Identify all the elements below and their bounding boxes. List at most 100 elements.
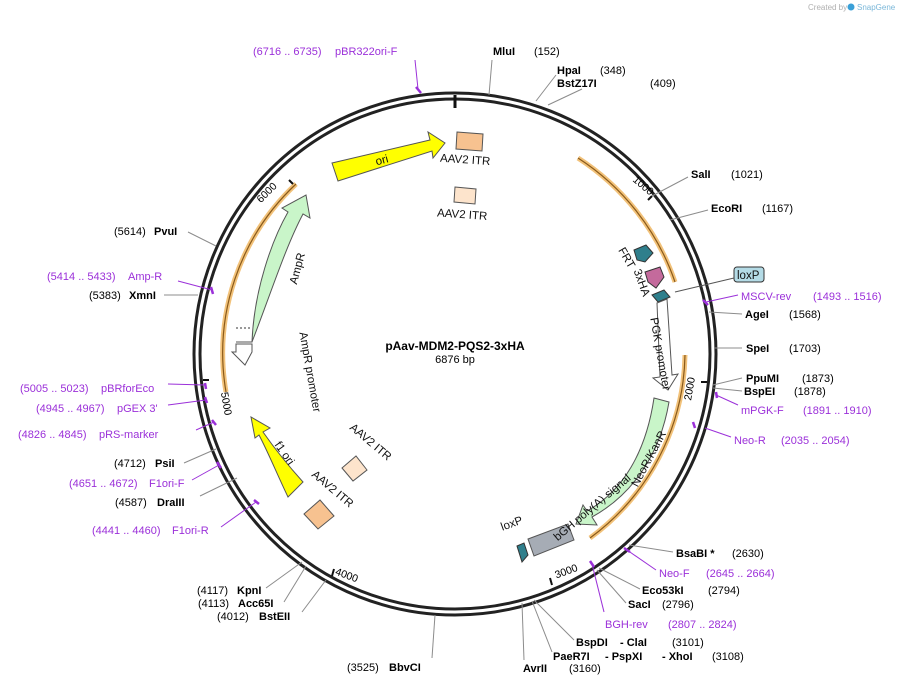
loxp-top-mark (651, 289, 671, 303)
restriction-sites: MluI (152) HpaI (348) BstZ17I (409) SalI… (89, 46, 834, 675)
primer-f1ori-f[interactable]: (4651 .. 4672) F1ori-F (69, 478, 185, 490)
primer-leader-prs-marker (195, 421, 215, 431)
primer-name-pgex3: pGEX 3' (117, 403, 158, 415)
feature-aav2-itr-bottom[interactable]: AAV2 ITR AAV2 ITR (303, 422, 393, 530)
pgk-promoter-arrow (651, 298, 680, 391)
site-pos-bsteii: (4012) (217, 611, 249, 623)
primer-bgh-rev[interactable]: BGH-rev (2807 .. 2824) (605, 619, 737, 631)
primer-pbrforeco[interactable]: (5005 .. 5023) pBRforEco (20, 383, 154, 395)
primer-neo-r[interactable]: Neo-R (2035 .. 2054) (734, 435, 850, 447)
feature-frt[interactable]: FRT (615, 244, 654, 271)
primer-name-f1ori-f: F1ori-F (149, 478, 185, 490)
site-draiii[interactable]: (4587) DraIII (115, 497, 185, 509)
site-leader-mlui (488, 59, 493, 96)
primer-range-f1ori-f: (4651 .. 4672) (69, 478, 138, 490)
credit-prefix: Created by (808, 3, 847, 12)
feature-ori[interactable]: ori (331, 130, 446, 182)
site-pos-agei: (1568) (789, 309, 821, 321)
site-leader-bbvci (431, 614, 436, 659)
ampr-promoter-label: AmpR promoter (296, 331, 322, 413)
3xha-arrow (644, 266, 665, 289)
site-spei[interactable]: SpeI (1703) (746, 343, 821, 355)
feature-aav2-itr-top[interactable]: AAV2 ITR AAV2 ITR (437, 131, 491, 223)
site-pos-xmni: (5383) (89, 290, 121, 302)
tick-3000 (549, 577, 553, 586)
site-bspei[interactable]: BspEI (1878) (744, 386, 826, 398)
feature-pgk-promoter[interactable]: PGK promoter (647, 298, 680, 391)
primer-amp-r[interactable]: (5414 .. 5433) Amp-R (47, 271, 162, 283)
primer-pgex3[interactable]: (4945 .. 4967) pGEX 3' (36, 403, 158, 415)
site-hpai[interactable]: HpaI (348) (557, 65, 626, 77)
site-kpni[interactable]: (4117) KpnI (197, 585, 261, 597)
site-bsteii[interactable]: (4012) BstEII (217, 611, 290, 623)
site-ppumi[interactable]: PpuMI (1873) (746, 373, 834, 385)
loxp-top-box (733, 266, 765, 283)
site-name-xhoi: - XhoI (662, 651, 693, 663)
site-acc65i[interactable]: (4113) Acc65I (198, 598, 273, 610)
feature-f1-ori[interactable]: f1 ori (250, 416, 304, 498)
site-name-ppumi: PpuMI (746, 373, 779, 385)
site-name-sali: SalI (691, 169, 711, 181)
site-ecori[interactable]: EcoRI (1167) (711, 203, 793, 215)
site-mlui[interactable]: MluI (152) (493, 46, 560, 58)
site-avrii[interactable]: AvrII (3160) (523, 663, 601, 675)
backbone-outer-strand (192, 91, 718, 617)
primer-name-pbr322ori-f: pBR322ori-F (335, 46, 398, 58)
site-name-acc65i: Acc65I (238, 598, 273, 610)
feature-loxp-bottom[interactable]: loxP (499, 515, 529, 564)
backbone (192, 91, 718, 617)
site-psii[interactable]: (4712) PsiI (114, 458, 175, 470)
snapgene-logo-icon (847, 3, 855, 11)
aav2-itr-top-label: AAV2 ITR (440, 153, 491, 168)
site-pos-bsabi: (2630) (732, 548, 764, 560)
primer-prs-marker[interactable]: (4826 .. 4845) pRS-marker (18, 429, 159, 441)
loxp-top-label: loxP (737, 270, 760, 282)
primer-name-pbrforeco: pBRforEco (101, 383, 154, 395)
site-eco53ki[interactable]: Eco53kI (2794) (642, 585, 740, 597)
site-pvui[interactable]: (5614) PvuI (114, 226, 177, 238)
site-saci[interactable]: SacI (2796) (628, 599, 694, 611)
site-pos-mlui: (152) (534, 46, 560, 58)
primer-neo-f[interactable]: Neo-F (2645 .. 2664) (659, 568, 775, 580)
primer-f1ori-r[interactable]: (4441 .. 4460) F1ori-R (92, 525, 209, 537)
tick-4000 (331, 568, 335, 577)
site-leader-sali (651, 176, 689, 197)
site-name-ecori: EcoRI (711, 203, 742, 215)
site-pos-spei: (1703) (789, 343, 821, 355)
f1-ori-arrow (250, 416, 304, 498)
site-sali[interactable]: SalI (1021) (691, 169, 763, 181)
primer-mscv-rev[interactable]: MSCV-rev (1493 .. 1516) (741, 291, 882, 303)
site-bbvci[interactable]: (3525) BbvCI (347, 662, 421, 674)
site-bsabi[interactable]: BsaBI * (2630) (676, 548, 764, 560)
site-name-bspdi: BspDI (576, 637, 608, 649)
primer-range-amp-r: (5414 .. 5433) (47, 271, 116, 283)
site-xmni[interactable]: (5383) XmnI (89, 290, 156, 302)
neor-kanr-arrow (575, 397, 670, 526)
primer-range-pbrforeco: (5005 .. 5023) (20, 383, 89, 395)
feature-ampr-promoter[interactable]: AmpR promoter (230, 331, 322, 413)
feature-loxp-top[interactable]: loxP (651, 266, 765, 303)
site-paer7i-pspxi-xhoi[interactable]: PaeR7I - PspXI - XhoI (3108) (553, 651, 744, 663)
site-pos-kpni: (4117) (197, 585, 228, 597)
primer-range-neo-f: (2645 .. 2664) (706, 568, 775, 580)
orf-highlight-lower-line (589, 354, 686, 539)
site-pos-sali: (1021) (731, 169, 763, 181)
ori-label: ori (374, 153, 389, 168)
feature-ampr[interactable]: AmpR (236, 194, 311, 343)
primer-leader-pgex3 (167, 399, 207, 406)
primer-pbr322ori-f[interactable]: (6716 .. 6735) pBR322ori-F (253, 46, 398, 58)
site-pos-avrii: (3160) (569, 663, 601, 675)
site-name-eco53ki: Eco53kI (642, 585, 684, 597)
primer-name-neo-f: Neo-F (659, 568, 690, 580)
site-bspdi-clai[interactable]: BspDI - ClaI (3101) (576, 637, 704, 649)
site-bstz17i[interactable]: BstZ17I (409) (557, 78, 676, 90)
primer-leader-pbrforeco (167, 383, 206, 386)
primer-mpgk-f[interactable]: mPGK-F (1891 .. 1910) (741, 405, 872, 417)
site-agei[interactable]: AgeI (1568) (745, 309, 821, 321)
primer-range-prs-marker: (4826 .. 4845) (18, 429, 87, 441)
site-pos-paer7i: (3108) (712, 651, 744, 663)
loxp-bottom-label: loxP (499, 515, 524, 534)
primer-leader-f1ori-r (220, 501, 257, 528)
primer-leader-neo-r (704, 427, 732, 438)
